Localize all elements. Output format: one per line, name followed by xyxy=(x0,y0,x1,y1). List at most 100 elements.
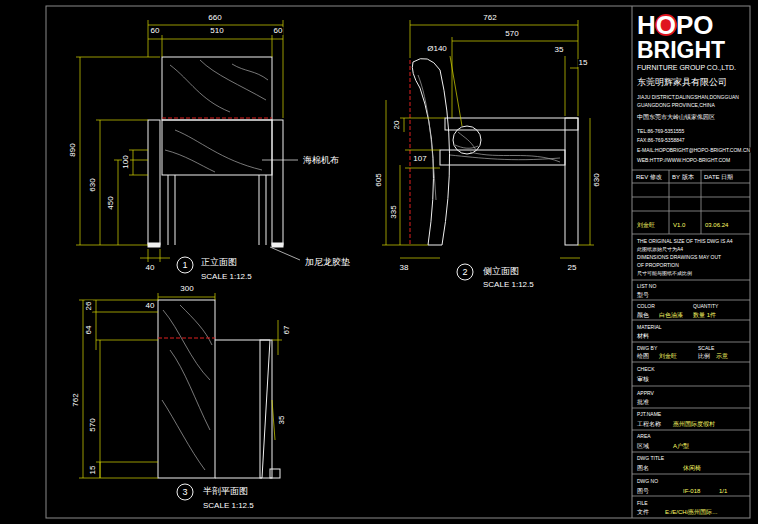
dimension-label: 450 xyxy=(107,195,115,210)
side-dimensions-line xyxy=(410,20,411,58)
title-block-text: BRIGHT xyxy=(636,39,726,62)
dimension-label: 15 xyxy=(89,465,97,476)
title-block-text: A户型 xyxy=(672,443,690,449)
front-dimensions-line xyxy=(148,20,149,57)
title-block-text: 批准 xyxy=(636,399,650,405)
title-block-grid-line xyxy=(632,496,750,497)
front-view-line xyxy=(272,120,283,245)
dimension-label: 335 xyxy=(390,204,398,219)
side-view-line xyxy=(418,75,560,200)
title-block-text: 审核 xyxy=(636,376,650,382)
title-block-text: FILE xyxy=(636,501,649,506)
dimension-label: 26 xyxy=(85,301,93,312)
title-block-text: QUANTITY xyxy=(692,304,719,309)
side-dimensions-line xyxy=(410,25,578,26)
title-block-text: LIST NO xyxy=(636,284,657,289)
title-block-grid-line xyxy=(701,170,702,234)
plan-dimensions-line xyxy=(100,340,101,478)
dimension-label: Ø140 xyxy=(426,45,448,53)
plan-dimensions-line xyxy=(272,400,275,440)
plan-dimensions-line xyxy=(96,340,158,341)
dimension-label: 630 xyxy=(89,177,97,192)
dimension-label: 510 xyxy=(209,27,224,35)
plan-dimensions-line xyxy=(100,462,101,478)
title-block-text: JIAJU DISTRICT,DALINGSHAN,DONGGUAN xyxy=(636,95,740,100)
title-block-grid-line xyxy=(632,452,750,453)
dimension-label: 107 xyxy=(412,155,427,163)
side-dimensions-line xyxy=(386,100,387,245)
side-view-line xyxy=(565,118,578,245)
title-block-text: 数量 1件 xyxy=(692,312,717,318)
title-block-text: PJT.NAME xyxy=(636,412,662,417)
title-block-grid-line xyxy=(632,183,750,184)
title-block-text: 1/1 xyxy=(718,488,728,494)
front-dimensions-line xyxy=(76,57,160,58)
dimension-label: SCALE 1:12.5 xyxy=(200,273,253,281)
front-view xyxy=(148,57,283,247)
front-dimensions-line xyxy=(133,150,134,175)
title-block-text: FAX:86-769-5358847 xyxy=(636,138,686,143)
title-block-text: REV 修改 xyxy=(635,174,663,180)
dimension-label: 25 xyxy=(567,264,578,272)
title-block-text: TEL:86-769-5351555 xyxy=(636,129,685,134)
view-number-circle: 1 xyxy=(176,256,194,274)
title-block-text: DIMENSIONS DRAWINGS MAY OUT xyxy=(636,255,722,260)
title-block-grid-line xyxy=(632,430,750,431)
title-block-grid-line xyxy=(632,197,750,198)
front-dimensions-line xyxy=(114,160,148,161)
title-block-text: 工程名称 xyxy=(636,421,662,427)
side-dimensions-line xyxy=(452,41,578,42)
title-block-text: AREA xyxy=(636,434,652,439)
title-block-grid-line xyxy=(632,342,750,343)
front-view-line xyxy=(175,175,176,245)
dimension-label: 海棉机布 xyxy=(302,156,340,165)
front-dimensions-line xyxy=(140,258,170,259)
title-block-text: 比例 xyxy=(697,353,711,359)
title-block-text: 区域 xyxy=(636,443,650,449)
title-block-text: 此图纸原始尺寸为A4 xyxy=(636,247,684,252)
dimension-label: 40 xyxy=(145,264,156,272)
side-dimensions-line xyxy=(450,56,462,126)
side-view-line xyxy=(440,150,565,165)
title-block-text: GUANGDONG PROVINCE,CHINA xyxy=(636,103,716,108)
title-block-text: DWG NO xyxy=(636,479,659,484)
plan-view-line xyxy=(158,338,215,339)
front-dimensions-line xyxy=(118,160,119,245)
front-view-line xyxy=(162,57,272,120)
dimension-label: 570 xyxy=(89,417,97,432)
view-number-circle: 2 xyxy=(456,263,474,281)
plan-dimensions-line xyxy=(158,293,159,300)
front-view-line xyxy=(266,175,267,245)
dimension-label: 630 xyxy=(593,172,601,187)
title-block-text: E-MAIL:HOPOBRIGHT@HOPO-BRIGHT.COM.CN xyxy=(636,148,751,153)
title-block-text: 中国东莞市大岭山镇家俬园区 xyxy=(636,114,716,120)
plan-view xyxy=(158,300,280,478)
plan-view-line xyxy=(158,300,215,478)
side-dimensions-line xyxy=(404,118,405,132)
front-dimensions-line xyxy=(270,247,300,260)
plan-view-line xyxy=(260,340,272,478)
front-view-line xyxy=(168,175,169,245)
title-block-text: DWG BY xyxy=(636,346,658,351)
title-block-text: SCALE xyxy=(697,346,715,351)
plan-dimensions-line xyxy=(83,300,84,478)
dimension-label: 300 xyxy=(179,285,194,293)
title-block-text: 尺寸可能与图纸不成比例 xyxy=(636,271,693,276)
dimension-label: 半剖平面图 xyxy=(202,487,249,496)
dimension-label: 67 xyxy=(283,325,291,336)
plan-dimensions-line xyxy=(272,340,282,341)
sheet-frame-line xyxy=(46,6,750,518)
title-block-text: DWG TITLE xyxy=(636,456,665,461)
front-dimensions-line xyxy=(96,120,148,121)
title-block-grid-line xyxy=(632,170,750,171)
side-dimensions-line xyxy=(400,118,445,119)
plan-dimensions-line xyxy=(158,297,215,298)
plan-dimensions xyxy=(79,293,282,478)
plan-view-line xyxy=(162,305,212,470)
plan-view-line xyxy=(215,340,270,478)
title-block-text: 白色油漆 xyxy=(658,312,684,318)
dimension-label: 660 xyxy=(207,14,222,22)
sheet-frame xyxy=(46,6,750,518)
title-block-text: 绘图 xyxy=(636,353,650,359)
title-block-text: 03.06.24 xyxy=(704,222,729,228)
